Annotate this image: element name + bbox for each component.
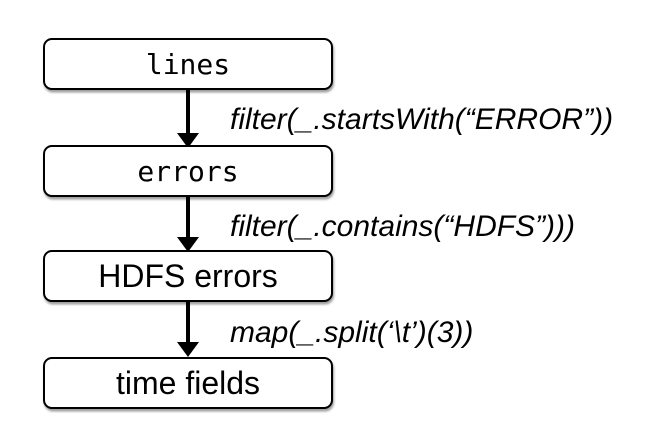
node-hdfs-errors: HDFS errors xyxy=(43,250,333,302)
node-lines-label: lines xyxy=(145,47,231,81)
edge-label-map-split: map(_.split(‘\t’)(3)) xyxy=(230,316,474,349)
edge-label-filter-startswith: filter(_.startsWith(“ERROR”)) xyxy=(230,103,614,136)
node-time-fields: time fields xyxy=(43,357,333,409)
down-arrow-stem xyxy=(186,89,190,134)
node-hdfs-errors-label: HDFS errors xyxy=(98,257,278,294)
node-lines: lines xyxy=(43,38,333,90)
down-arrow-head-icon xyxy=(177,342,199,357)
node-time-fields-label: time fields xyxy=(115,364,261,401)
node-errors: errors xyxy=(43,145,333,197)
edge-label-filter-contains: filter(_.contains(“HDFS”))) xyxy=(230,210,576,243)
down-arrow-stem xyxy=(186,196,190,238)
down-arrow-head-icon xyxy=(177,237,199,252)
down-arrow-head-icon xyxy=(177,133,199,148)
down-arrow-stem xyxy=(186,301,190,343)
node-errors-label: errors xyxy=(137,154,239,188)
